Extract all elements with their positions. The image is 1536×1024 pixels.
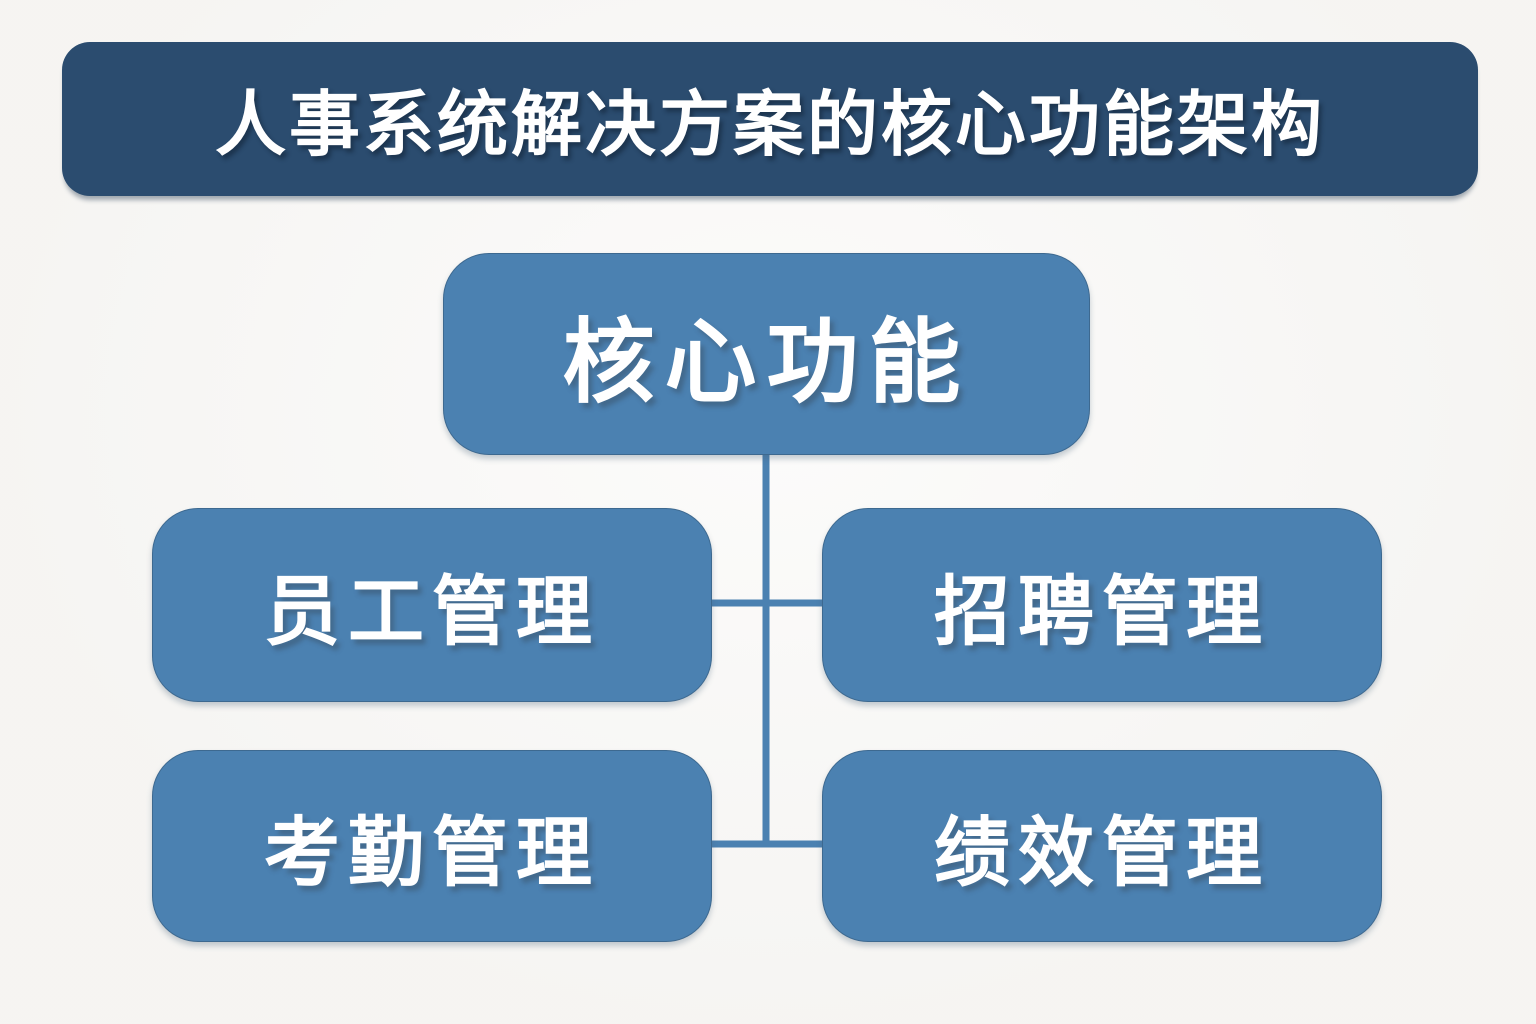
node-attendance-management-label: 考勤管理 — [264, 808, 600, 897]
node-employee-management: 员工管理 — [152, 508, 712, 702]
node-recruitment-management: 招聘管理 — [822, 508, 1382, 702]
title-bar: 人事系统解决方案的核心功能架构 — [62, 42, 1478, 196]
node-performance-management-label: 绩效管理 — [934, 808, 1270, 897]
node-employee-management-label: 员工管理 — [264, 567, 600, 656]
node-recruitment-management-label: 招聘管理 — [934, 567, 1270, 656]
page-title: 人事系统解决方案的核心功能架构 — [214, 83, 1325, 166]
node-attendance-management: 考勤管理 — [152, 750, 712, 942]
node-performance-management: 绩效管理 — [822, 750, 1382, 942]
node-core-functions: 核心功能 — [443, 253, 1090, 455]
node-core-functions-label: 核心功能 — [562, 308, 971, 416]
